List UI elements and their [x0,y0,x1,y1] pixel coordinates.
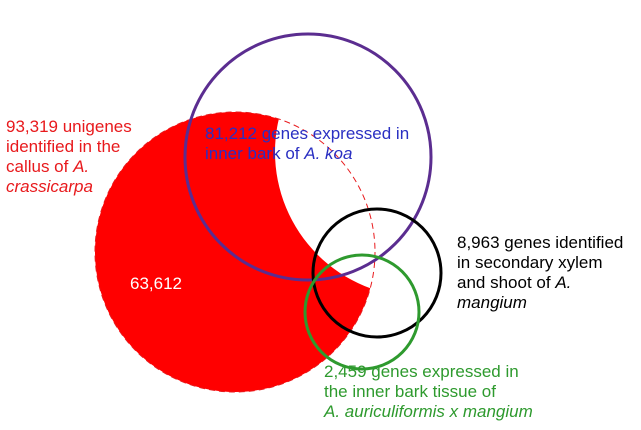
label-line: A. auriculiformis x mangium [324,402,634,422]
label-segment: A. [555,273,572,292]
label-segment: the inner bark tissue of [324,382,496,401]
label-line: mangium [457,293,641,313]
label-line: callus of A. [6,157,156,177]
label-segment: crassicarpa [6,177,93,196]
label-line: 2,459 genes expressed in [324,362,634,382]
label-line: crassicarpa [6,177,156,197]
label-line: inner bark of A. koa [205,144,465,164]
label-segment: A. auriculiformis x mangium [324,402,533,421]
label-segment: A. [73,157,90,176]
label-segment: 2,459 genes expressed in [324,362,519,381]
inner-bark-koa-set-circle [183,32,433,282]
label-line: 8,963 genes identified [457,233,641,253]
label-line: and shoot of A. [457,273,641,293]
label-line: in secondary xylem [457,253,641,273]
callus-set-dashed-outline [94,111,376,393]
label-segment: inner bark of [205,144,305,163]
label-segment: A. koa [304,144,353,163]
label-line: 81,212 genes expressed in [205,124,465,144]
bark-hybrid-set-circle [303,253,421,371]
label-segment: 81,212 genes expressed in [205,124,410,143]
label-segment: in secondary xylem [457,253,603,272]
label-segment: and shoot of [457,273,556,292]
callus-unique-count: 63,612 [130,274,182,293]
label-segment: 8,963 genes identified [457,233,624,252]
label-segment: identified in the [6,137,121,156]
label-line: identified in the [6,137,156,157]
label-line: the inner bark tissue of [324,382,634,402]
label-segment: mangium [457,293,527,312]
label-line: 93,319 unigenes [6,117,156,137]
xylem-mangium-set-circle [311,207,443,339]
label-segment: 93,319 unigenes [6,117,132,136]
label-segment: callus of [6,157,74,176]
